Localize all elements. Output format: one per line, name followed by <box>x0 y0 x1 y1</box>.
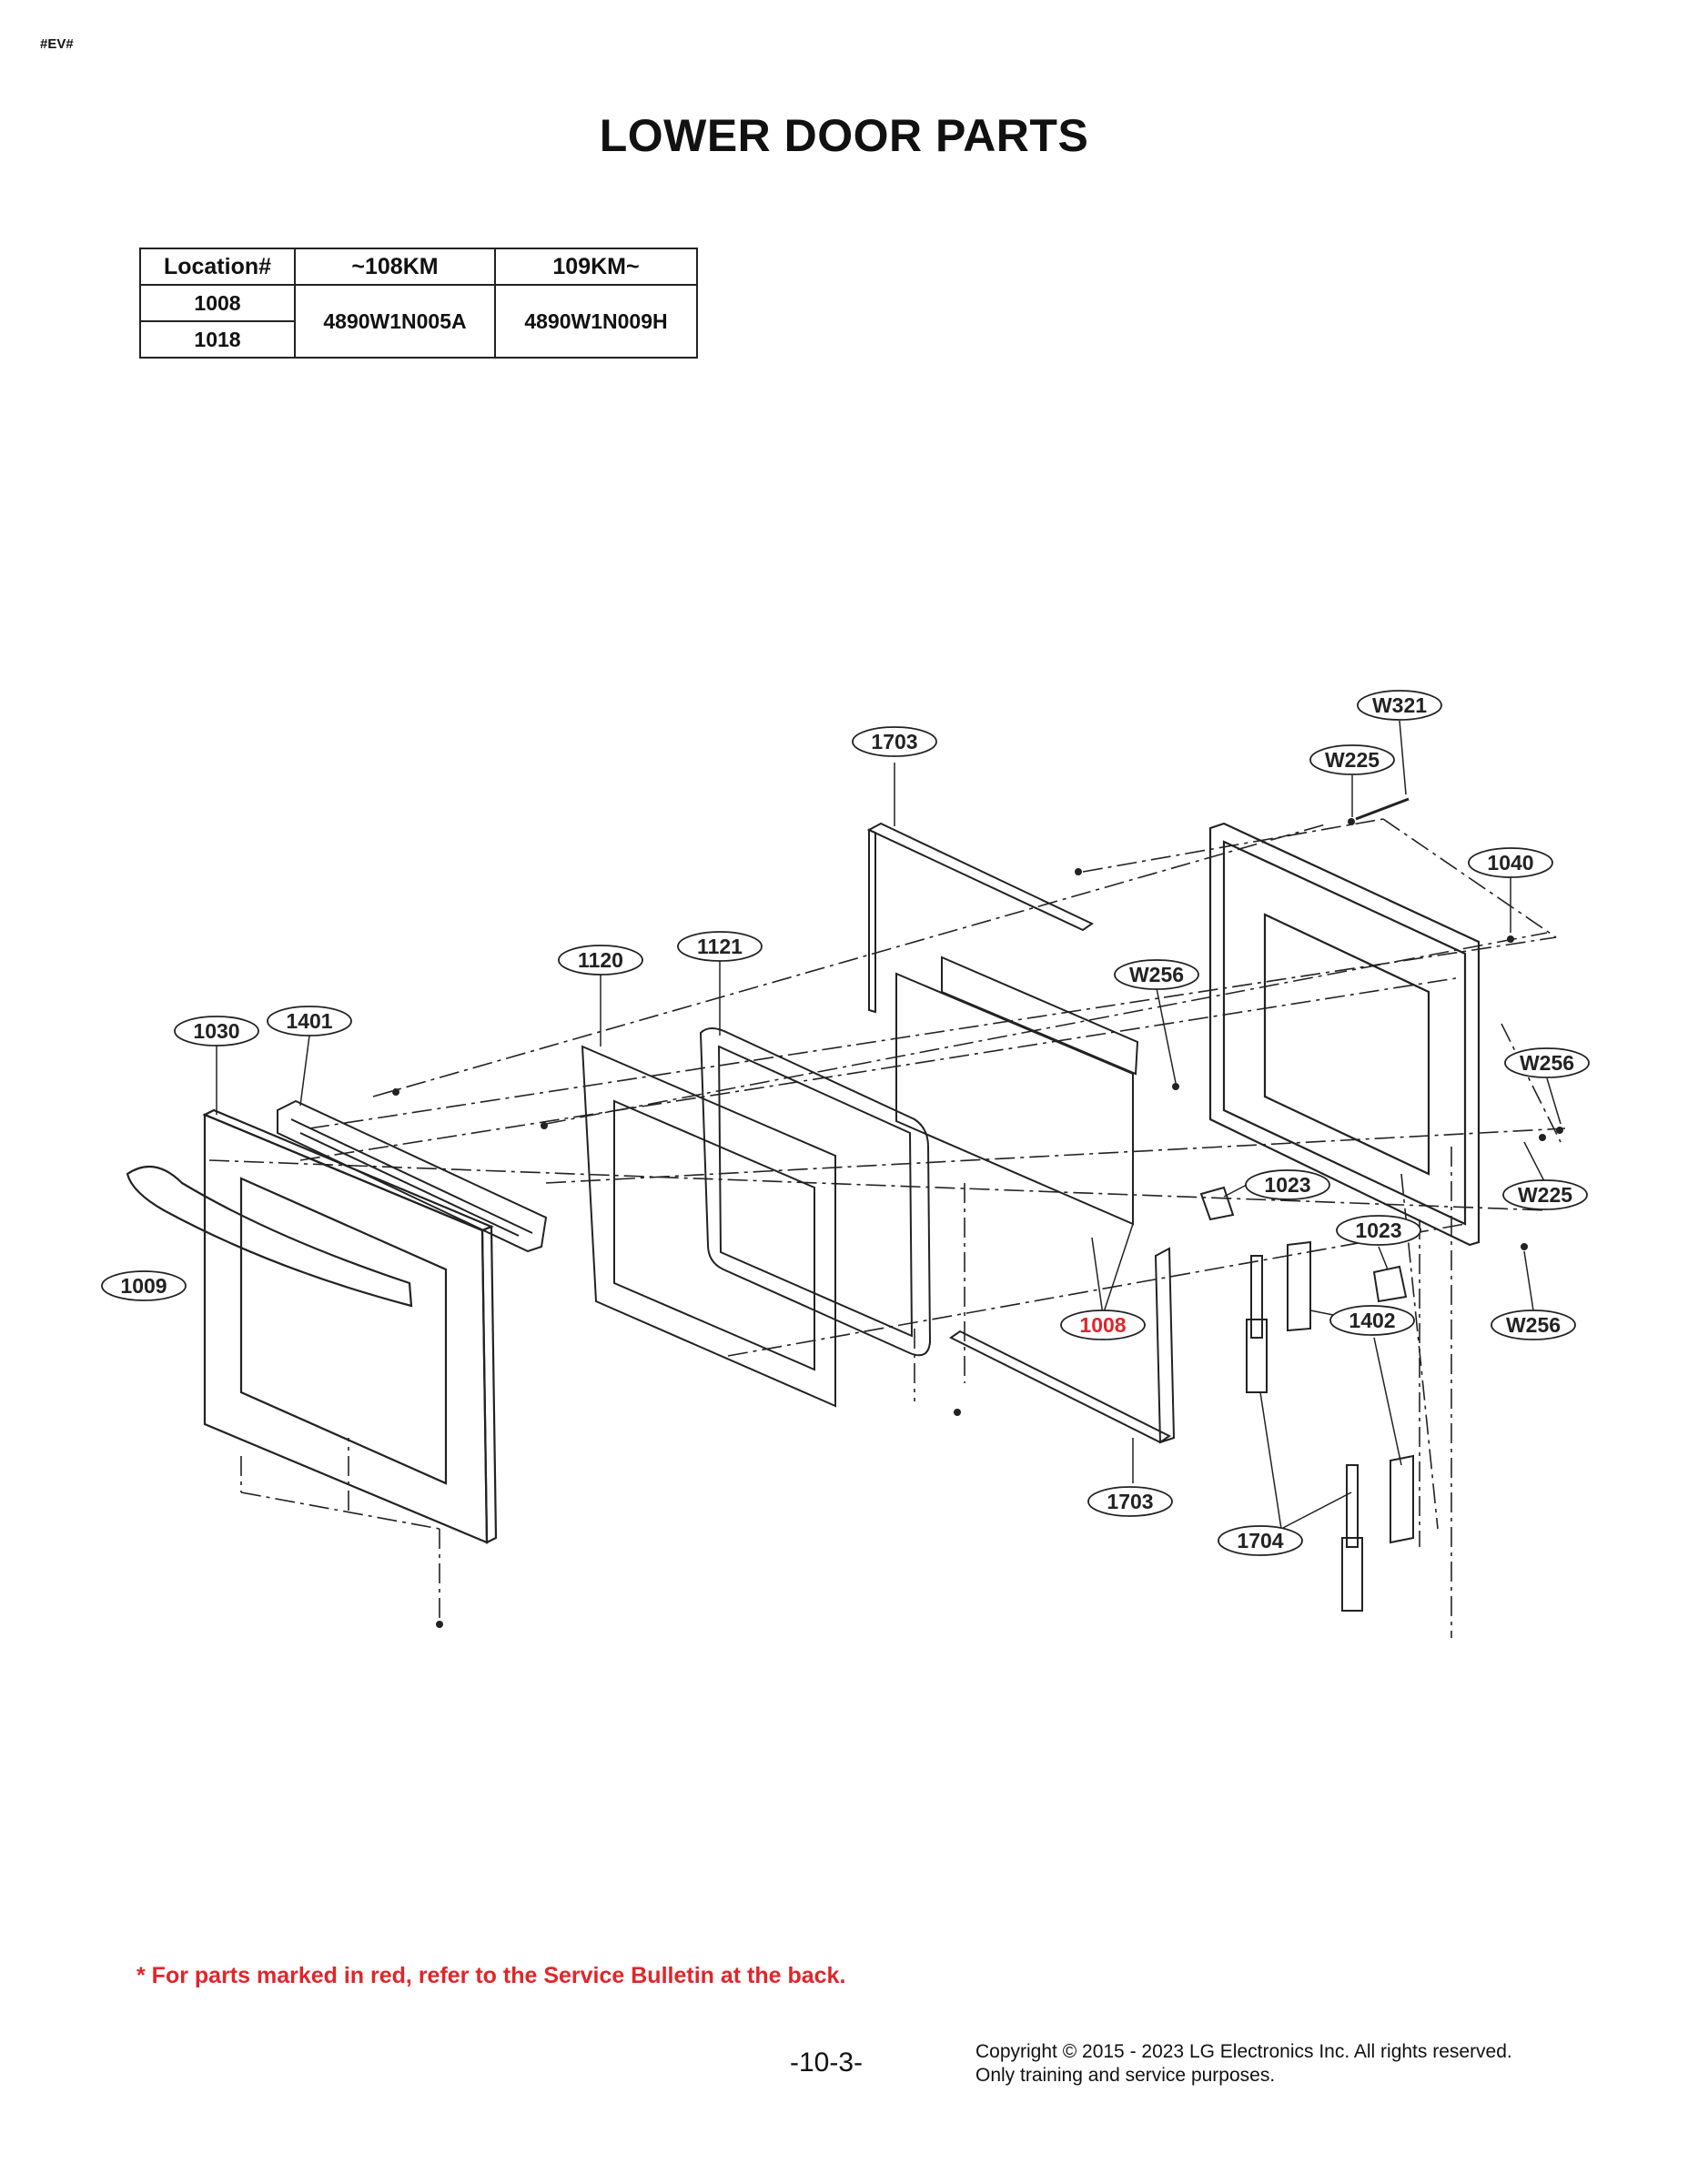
page-number: -10-3- <box>790 2048 864 2078</box>
seal-top-part <box>866 822 1094 1014</box>
frame-1120-part <box>581 1045 836 1408</box>
frame-1121-part <box>699 1027 932 1357</box>
outer-door-part <box>202 1108 498 1544</box>
callout-label: W256 <box>1506 1313 1561 1337</box>
table-cell-part-109: 4890W1N009H <box>494 284 698 359</box>
copyright-line: Copyright © 2015 - 2023 LG Electronics I… <box>975 2041 1512 2062</box>
callout-oval <box>558 945 643 976</box>
page-code: #EV# <box>40 36 74 52</box>
cover-part <box>1287 1240 1414 1544</box>
callout-oval <box>852 726 937 757</box>
vent-strip-part <box>277 1099 548 1253</box>
callout-oval <box>677 931 763 962</box>
leader-lines <box>216 720 1562 1530</box>
service-note: * For parts marked in red, refer to the … <box>136 1963 846 1988</box>
callout-oval <box>1114 959 1199 990</box>
callout-oval <box>1245 1169 1330 1200</box>
callout-label: 1008 <box>1079 1313 1126 1337</box>
callout-oval <box>1502 1179 1588 1210</box>
callout-oval <box>1309 744 1395 775</box>
table-cell-location: 1018 <box>139 320 296 359</box>
callout-label: W321 <box>1372 693 1427 717</box>
callout-oval <box>1491 1309 1576 1340</box>
callout-label: 1703 <box>1107 1490 1153 1513</box>
table-header: Location# <box>139 248 296 286</box>
callout-oval <box>1357 690 1442 721</box>
seal-bottom-part <box>949 1247 1176 1444</box>
callout-label: W225 <box>1325 748 1380 772</box>
table-row: 1008 4890W1N005A 4890W1N009H <box>139 284 698 359</box>
callout-oval <box>174 1016 259 1046</box>
callout-oval <box>1087 1486 1173 1517</box>
callout-oval <box>101 1270 187 1301</box>
callout-oval <box>1218 1525 1303 1556</box>
callout-label: W256 <box>1520 1051 1574 1075</box>
callout-label: W256 <box>1129 963 1184 986</box>
callout-label: 1703 <box>871 730 917 753</box>
table-header: ~108KM <box>294 248 496 286</box>
callout-oval <box>1329 1305 1415 1336</box>
small-part <box>1199 1186 1408 1303</box>
callout-label: 1401 <box>286 1009 332 1033</box>
table-header: 109KM~ <box>494 248 698 286</box>
callout-oval <box>267 1006 352 1036</box>
callout-oval <box>1336 1215 1421 1246</box>
copyright-line: Only training and service purposes. <box>975 2065 1276 2086</box>
callout-label: 1120 <box>578 948 623 972</box>
screw-part <box>392 818 1563 1628</box>
hinge-part <box>1246 1255 1363 1612</box>
page-title: LOWER DOOR PARTS <box>599 110 1089 161</box>
callout-label: 1121 <box>697 935 743 958</box>
table-row: 1018 <box>139 320 697 359</box>
callout-label: 1040 <box>1487 851 1533 875</box>
callout-oval <box>1468 847 1553 878</box>
callout-label: 1023 <box>1355 1218 1401 1242</box>
location-table: Location# ~108KM 109KM~ 1008 4890W1N005A… <box>139 248 698 359</box>
back-frame-part <box>1208 822 1481 1247</box>
callout-label: 1009 <box>120 1274 167 1298</box>
table-cell-part-108: 4890W1N005A <box>294 284 496 359</box>
callout-oval <box>1504 1047 1590 1078</box>
table-header-row: Location# ~108KM 109KM~ <box>139 248 698 286</box>
callout-oval <box>1060 1309 1146 1340</box>
callout-label: 1402 <box>1349 1309 1395 1332</box>
handle-part <box>126 1165 413 1308</box>
callout-label: 1030 <box>193 1019 239 1043</box>
callout-label: W225 <box>1518 1183 1572 1207</box>
copyright: Copyright © 2015 - 2023 LG Electronics I… <box>975 2040 1512 2088</box>
callout-label: 1023 <box>1264 1173 1310 1197</box>
callout-label: 1704 <box>1237 1529 1283 1552</box>
glass-panels-part <box>895 956 1139 1226</box>
table-cell-location: 1008 <box>139 284 296 322</box>
